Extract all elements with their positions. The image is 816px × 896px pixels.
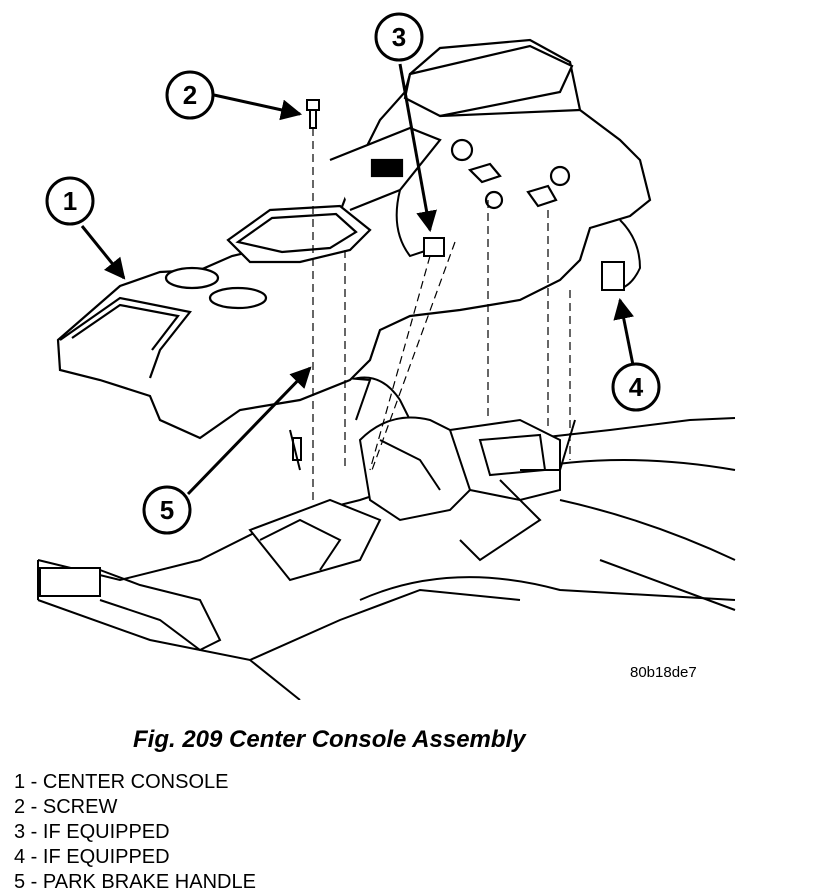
svg-text:5: 5 [160,495,174,525]
legend-item: 3 - IF EQUIPPED [14,821,170,843]
legend-item: 5 - PARK BRAKE HANDLE [14,871,256,893]
svg-text:2: 2 [183,80,197,110]
alignment-lines [312,128,571,500]
callout-leaders [80,63,635,496]
callout-2: 2 [165,70,215,120]
wire-connectors [395,189,642,471]
center-console [56,38,652,440]
figure-code: 80b18de7 [630,664,697,681]
callout-3: 3 [374,12,424,62]
shifter-mechanism [248,376,561,582]
callout-4: 4 [611,362,661,412]
svg-text:4: 4 [629,372,644,402]
legend-item: 2 - SCREW [14,796,118,818]
floor-tunnel [37,417,736,700]
callout-1: 1 [45,176,95,226]
callout-5: 5 [142,485,192,535]
svg-text:3: 3 [392,22,406,52]
svg-text:1: 1 [63,186,77,216]
legend-list: 1 - CENTER CONSOLE 2 - SCREW 3 - IF EQUI… [14,770,256,895]
figure-caption: Fig. 209 Center Console Assembly [133,726,526,753]
screw [306,99,320,129]
console-exploded-diagram: 1 2 3 4 5 [37,12,736,700]
legend-item: 1 - CENTER CONSOLE [14,771,229,793]
legend-item: 4 - IF EQUIPPED [14,846,170,868]
